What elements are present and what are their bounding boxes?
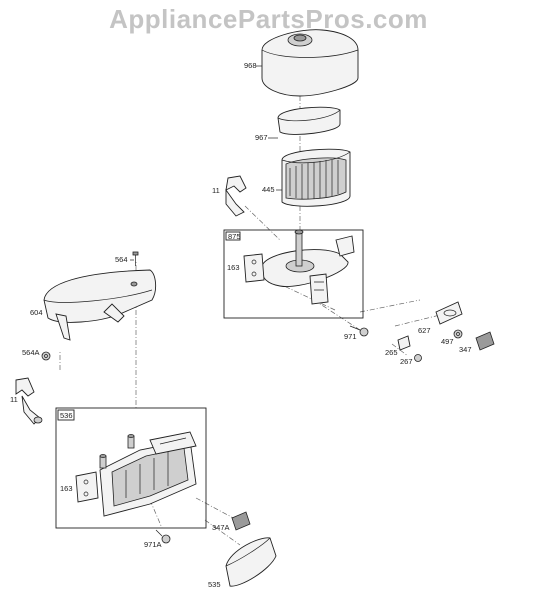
label-347A: 347A [212,523,230,532]
label-968: 968 [244,61,257,70]
part-11-bottom-tube[interactable] [15,377,43,425]
part-163-top-gasket[interactable] [243,253,265,283]
part-11-top-tube[interactable] [225,175,247,217]
label-564A: 564A [22,348,40,357]
part-971A-screw[interactable] [155,529,171,544]
label-11-bottom: 11 [10,395,18,404]
part-564-screw[interactable] [132,251,139,266]
label-564: 564 [115,255,128,264]
box-536: 536 [55,407,207,529]
box-875: 875 [223,229,364,319]
part-267-spring[interactable] [414,354,422,362]
label-967: 967 [255,133,268,142]
label-11-top: 11 [212,186,220,195]
label-604: 604 [30,308,43,317]
label-971: 971 [344,332,357,341]
part-535-precleaner[interactable] [225,537,277,587]
part-875-base[interactable] [261,229,355,305]
label-445: 445 [262,185,275,194]
part-347-clip[interactable] [475,331,495,351]
label-535: 535 [208,580,221,589]
label-347: 347 [459,345,472,354]
part-564A-nut[interactable] [41,351,51,361]
label-875: 875 [228,232,241,241]
part-163-bottom-gasket[interactable] [75,471,99,503]
part-347A-clip[interactable] [231,511,251,531]
part-445-filter[interactable] [281,148,351,207]
label-267: 267 [400,357,413,366]
label-536: 536 [60,411,73,420]
part-265-link[interactable] [397,335,411,351]
part-604-cover[interactable] [43,269,157,341]
label-971A: 971A [144,540,162,549]
part-967-precleaner[interactable] [277,106,341,135]
part-968-cover[interactable] [261,29,359,97]
label-265: 265 [385,348,398,357]
label-163-top: 163 [227,263,240,272]
label-497: 497 [441,337,454,346]
part-536-base[interactable] [99,431,197,517]
part-971-screw[interactable] [349,325,369,337]
label-163-bottom: 163 [60,484,73,493]
part-497-nut[interactable] [453,329,463,339]
label-627: 627 [418,326,431,335]
part-627-bracket[interactable] [435,301,463,325]
watermark: AppliancePartsPros.com [109,4,428,34]
